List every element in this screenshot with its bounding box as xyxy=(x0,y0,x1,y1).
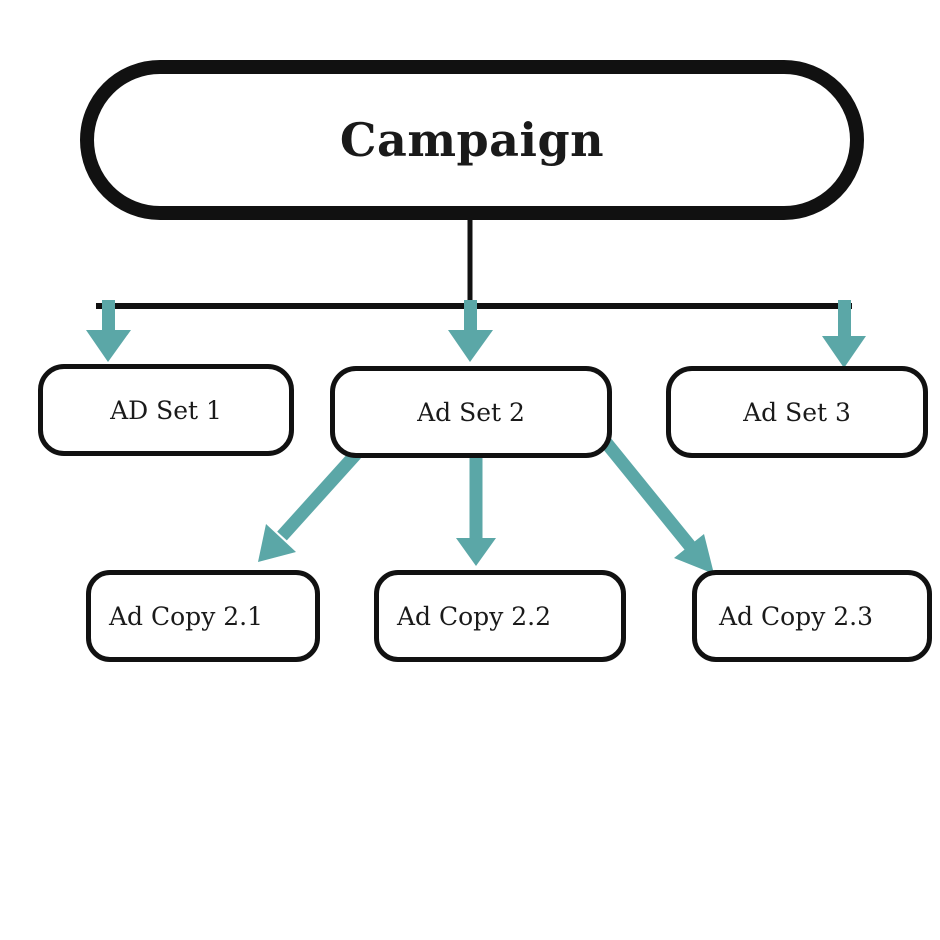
campaign-label: Campaign xyxy=(339,113,605,167)
campaign-node: Campaign xyxy=(80,60,864,220)
ad-set-1-node: AD Set 1 xyxy=(38,364,294,456)
arrow-to-ad-copy-2-3 xyxy=(598,435,714,574)
ad-set-2-node: Ad Set 2 xyxy=(330,366,612,458)
ad-set-3-label: Ad Set 3 xyxy=(743,397,851,427)
ad-copy-2-1-label: Ad Copy 2.1 xyxy=(109,601,264,631)
ad-copy-2-3-label: Ad Copy 2.3 xyxy=(719,601,874,631)
arrow-to-ad-set-2 xyxy=(448,300,493,362)
arrow-to-ad-copy-2-1 xyxy=(258,449,361,562)
arrow-to-ad-copy-2-2 xyxy=(456,450,496,566)
ad-set-2-label: Ad Set 2 xyxy=(417,397,525,427)
ad-copy-2-2-node: Ad Copy 2.2 xyxy=(374,570,626,662)
ad-set-1-label: AD Set 1 xyxy=(110,395,222,425)
ad-copy-2-1-node: Ad Copy 2.1 xyxy=(86,570,320,662)
ad-set-3-node: Ad Set 3 xyxy=(666,366,928,458)
ad-copy-2-2-label: Ad Copy 2.2 xyxy=(397,601,552,631)
arrow-to-ad-set-3 xyxy=(822,300,866,368)
arrow-to-ad-set-1 xyxy=(86,300,131,362)
ad-copy-2-3-node: Ad Copy 2.3 xyxy=(692,570,932,662)
